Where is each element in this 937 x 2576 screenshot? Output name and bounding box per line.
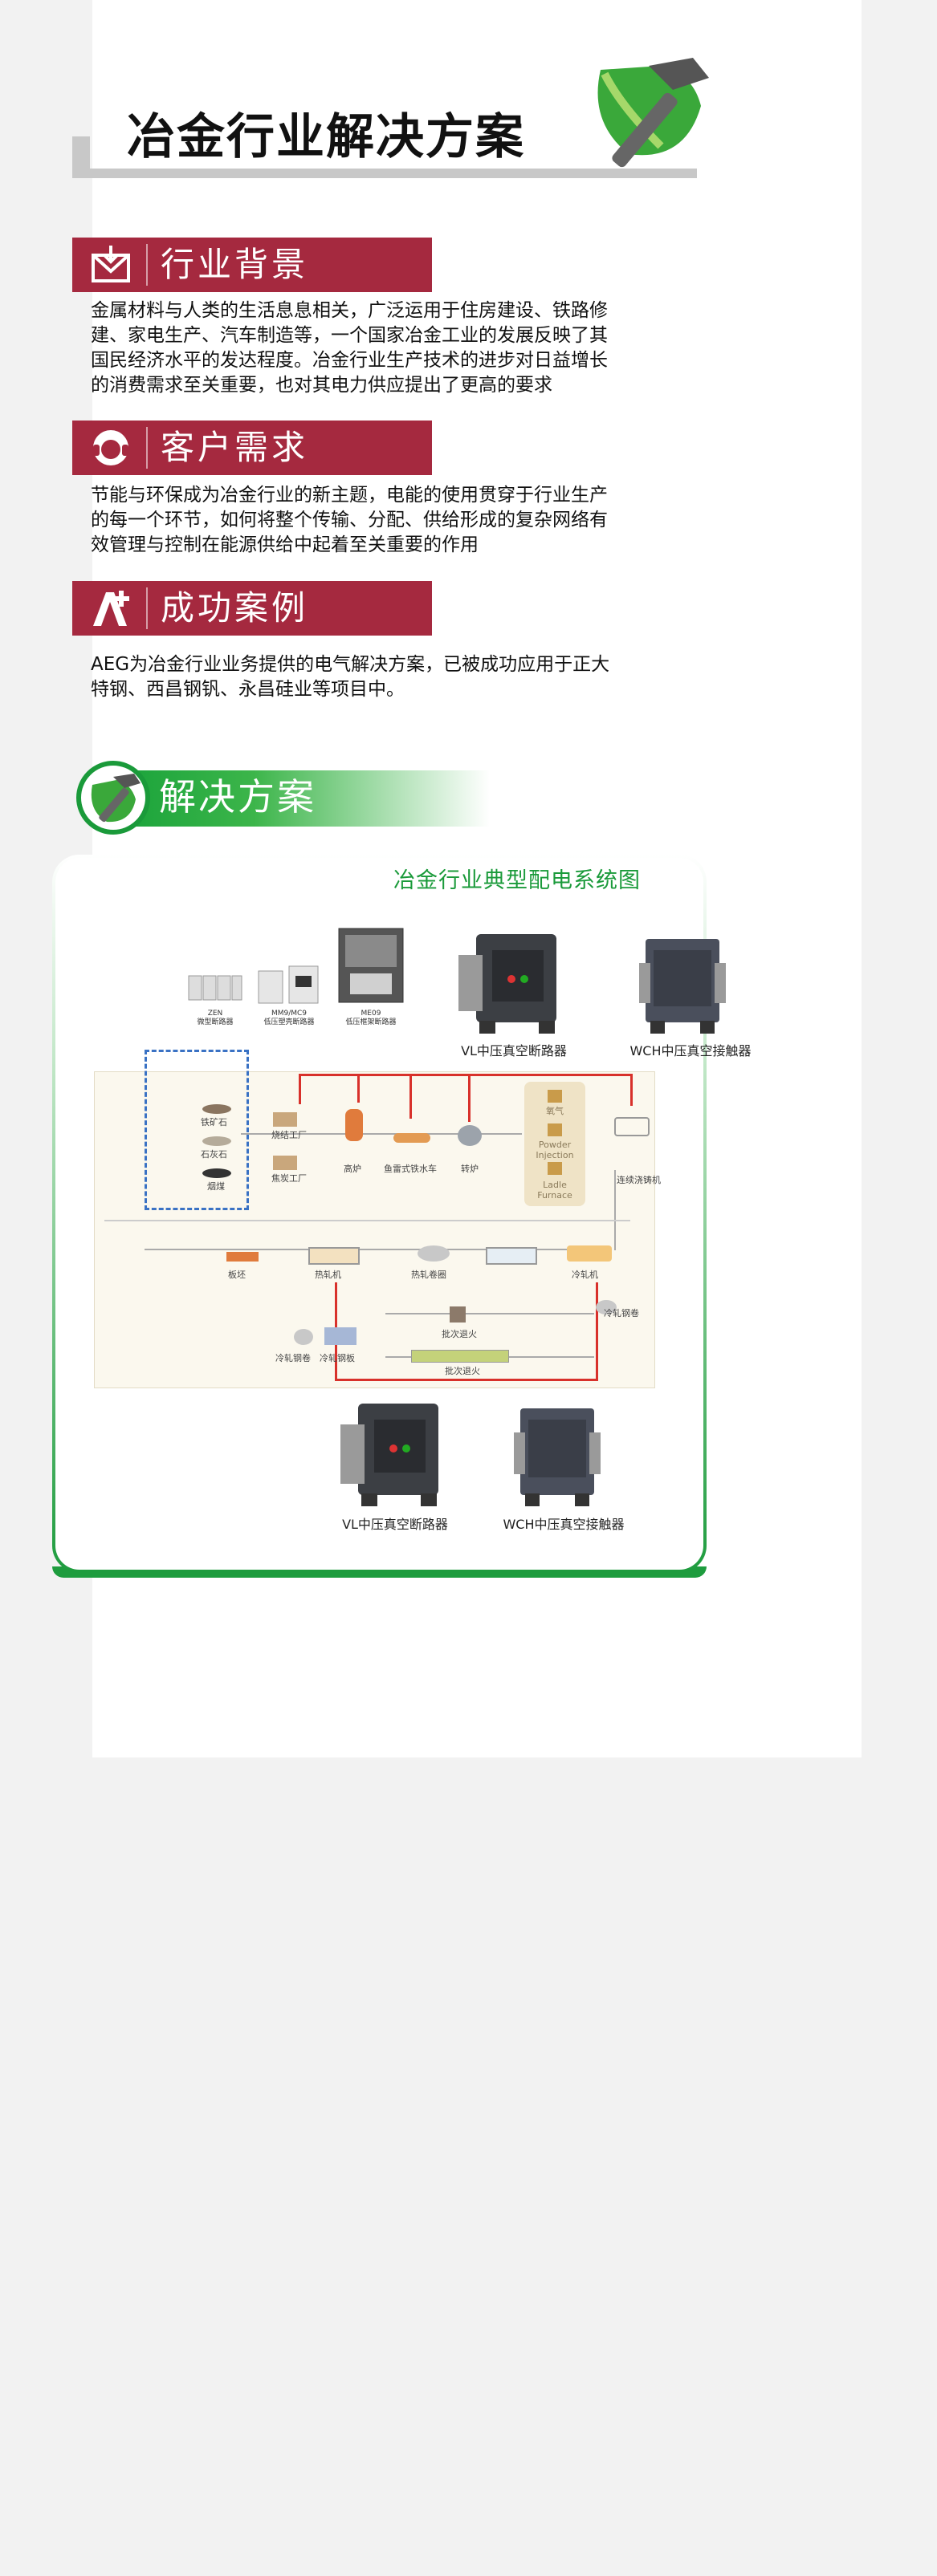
powder-injection-icon bbox=[548, 1123, 562, 1136]
blast-furnace-icon bbox=[345, 1109, 363, 1141]
flow-arrow bbox=[104, 1220, 630, 1221]
flow-label: 铁矿石 bbox=[201, 1117, 227, 1128]
flow-label: Ladle Furnace bbox=[537, 1180, 572, 1201]
cold-mill-icon bbox=[567, 1245, 612, 1262]
hammer-leaf-logo-icon bbox=[597, 58, 709, 168]
iron-ore-pile-icon bbox=[202, 1104, 231, 1114]
flow-label: 批次退火 bbox=[445, 1366, 480, 1376]
hot-mill-icon bbox=[308, 1247, 360, 1265]
background-paragraph: 金属材料与人类的生活息息相关，广泛运用于住房建设、铁路修 建、家电生产、汽车制造… bbox=[91, 300, 608, 396]
batch-anneal-icon bbox=[450, 1306, 466, 1323]
cold-coil-output-icon bbox=[294, 1329, 313, 1345]
diagram-title: 冶金行业典型配电系统图 bbox=[393, 868, 641, 893]
flow-label: 高炉 bbox=[344, 1164, 361, 1174]
page-title: 冶金行业解决方案 bbox=[127, 109, 525, 165]
wch-contactor-caption-bottom: WCH中压真空接触器 bbox=[503, 1517, 625, 1532]
flow-label: 热轧机 bbox=[315, 1270, 341, 1280]
slab-icon bbox=[226, 1252, 259, 1262]
converter-icon bbox=[458, 1125, 482, 1146]
cold-sheet-icon bbox=[324, 1327, 356, 1345]
mcb-product-image bbox=[188, 975, 242, 1001]
flow-label: 连续浇铸机 bbox=[617, 1175, 661, 1185]
cold-coil-icon bbox=[596, 1300, 617, 1314]
flow-label: 焦炭工厂 bbox=[271, 1173, 307, 1184]
flow-label: 批次退火 bbox=[442, 1329, 477, 1339]
header-bracket-left bbox=[72, 136, 90, 178]
flow-label: 板坯 bbox=[228, 1270, 246, 1280]
power-line bbox=[335, 1379, 598, 1381]
caster-icon bbox=[614, 1117, 650, 1136]
flow-arrow bbox=[145, 1249, 594, 1250]
flow-arrow bbox=[241, 1133, 522, 1135]
solution-title: 解决方案 bbox=[159, 775, 316, 819]
hammer-leaf-icon bbox=[91, 774, 141, 823]
mail-envelope-icon bbox=[92, 246, 130, 282]
flow-label: 鱼雷式铁水车 bbox=[384, 1164, 437, 1174]
section-tag-needs: 客户需求 bbox=[72, 421, 432, 475]
vl-breaker-image-bottom bbox=[340, 1404, 438, 1506]
flow-label: 冷轧机 bbox=[572, 1270, 598, 1280]
headset-icon bbox=[93, 430, 128, 465]
vl-breaker-image-top bbox=[458, 934, 556, 1034]
flow-label: 转炉 bbox=[461, 1164, 479, 1174]
power-line bbox=[596, 1282, 598, 1380]
section-tag-background: 行业背景 bbox=[72, 238, 432, 292]
solution-banner bbox=[96, 770, 490, 827]
section-label: 成功案例 bbox=[161, 588, 309, 628]
wch-contactor-caption-top: WCH中压真空接触器 bbox=[629, 1043, 752, 1058]
flow-label: 冷轧钢卷 bbox=[604, 1308, 639, 1318]
flow-label: Powder Injection bbox=[536, 1140, 574, 1160]
power-line bbox=[468, 1074, 471, 1122]
wch-contactor-image-top bbox=[639, 939, 726, 1034]
sinter-plant-icon bbox=[273, 1112, 297, 1127]
power-line bbox=[299, 1074, 301, 1104]
continuous-anneal-icon bbox=[411, 1350, 509, 1363]
dashed-grouping-box bbox=[145, 1050, 249, 1210]
letter-a-plus-icon bbox=[93, 591, 129, 626]
vl-breaker-caption-bottom: VL中压真空断路器 bbox=[342, 1517, 448, 1532]
flow-arrow bbox=[385, 1313, 594, 1314]
flow-arrow bbox=[614, 1170, 616, 1250]
flow-label: 冷轧钢卷 bbox=[275, 1353, 311, 1363]
hot-coil-icon bbox=[418, 1245, 450, 1262]
limestone-pile-icon bbox=[202, 1136, 231, 1146]
flow-label: 热轧卷圈 bbox=[411, 1270, 446, 1280]
acb-product-image bbox=[338, 928, 404, 1003]
coal-pile-icon bbox=[202, 1168, 231, 1178]
power-line bbox=[409, 1074, 412, 1119]
header-underline bbox=[72, 169, 697, 178]
wch-contactor-image-bottom bbox=[514, 1408, 601, 1506]
section-label: 客户需求 bbox=[161, 428, 309, 467]
flow-label: 氧气 bbox=[546, 1106, 564, 1116]
cases-paragraph: AEG为冶金行业业务提供的电气解决方案，已被成功应用于正大 特钢、西昌钢钒、永昌… bbox=[91, 654, 610, 700]
torpedo-car-icon bbox=[393, 1133, 430, 1143]
vl-breaker-caption-top: VL中压真空断路器 bbox=[461, 1043, 567, 1058]
solution-badge bbox=[76, 761, 150, 835]
coking-plant-icon bbox=[273, 1156, 297, 1170]
needs-paragraph: 节能与环保成为冶金行业的新主题，电能的使用贯穿于行业生产 的每一个环节，如何将整… bbox=[91, 485, 608, 555]
power-line bbox=[630, 1074, 633, 1106]
flow-label: 石灰石 bbox=[201, 1149, 227, 1160]
flow-label: 冷轧钢板 bbox=[320, 1353, 355, 1363]
flow-label: 烟煤 bbox=[207, 1181, 225, 1192]
section-tag-cases: 成功案例 bbox=[72, 581, 432, 636]
flow-label: 烧结工厂 bbox=[271, 1130, 307, 1140]
intermediate-mill-icon bbox=[486, 1247, 537, 1265]
mccb-product-image bbox=[258, 965, 319, 1004]
power-line bbox=[357, 1074, 360, 1103]
power-line bbox=[299, 1074, 632, 1076]
oxygen-icon bbox=[548, 1090, 562, 1103]
section-label: 行业背景 bbox=[161, 245, 309, 284]
ladle-furnace-icon bbox=[548, 1162, 562, 1175]
